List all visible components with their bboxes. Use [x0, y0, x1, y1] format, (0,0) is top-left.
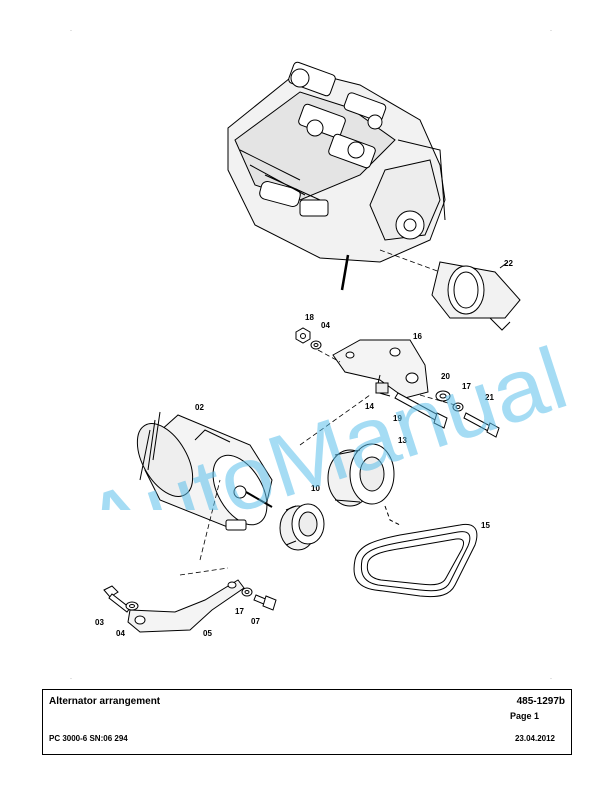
leader-engine-to-cover	[379, 249, 441, 273]
callout-19: 19	[393, 414, 402, 423]
crop-mark-top-right: ·	[550, 28, 552, 34]
callout-21: 21	[485, 393, 494, 402]
callout-16: 16	[413, 332, 422, 341]
title-block: Alternator arrangement 485-1297b Page 1 …	[42, 689, 572, 755]
document-date: 23.04.2012	[514, 734, 555, 743]
callout-03: 03	[95, 618, 104, 627]
pulley-13	[327, 443, 401, 526]
crop-mark-bottom-right: ·	[550, 676, 552, 682]
nut-18	[295, 327, 311, 344]
callout-22: 22	[504, 259, 513, 268]
spacer-14	[375, 382, 389, 394]
callout-15: 15	[481, 521, 490, 530]
page-label: Page 1	[510, 711, 540, 721]
washer-04-bottom	[125, 601, 139, 611]
bolt-03	[103, 585, 131, 613]
callout-04-bottom: 04	[116, 629, 125, 638]
watermark-text: AutoManual	[72, 328, 570, 510]
bolt-21	[463, 412, 500, 438]
leader-bracket	[299, 349, 456, 446]
document-number: 485-1297b	[516, 696, 565, 707]
engine-illustration	[227, 61, 446, 291]
callout-04-top: 04	[321, 321, 330, 330]
callout-13: 13	[398, 436, 407, 445]
machine-model: PC 3000-6 SN:06 294	[49, 734, 128, 743]
washer-17-bottom	[241, 587, 253, 597]
callout-17-top: 17	[462, 382, 471, 391]
washer-20	[435, 390, 451, 402]
callout-14: 14	[365, 402, 374, 411]
washer-17-top	[452, 402, 464, 412]
callout-02: 02	[195, 403, 204, 412]
crop-mark-top-left: ·	[70, 28, 72, 34]
callout-07: 07	[251, 617, 260, 626]
pulley-10	[279, 503, 325, 551]
callout-18: 18	[305, 313, 314, 322]
leader-lower-bracket	[179, 479, 229, 576]
mounting-bracket-16	[332, 339, 429, 399]
callout-05: 05	[203, 629, 212, 638]
alternator-02	[136, 411, 273, 531]
callout-17-bottom: 17	[235, 607, 244, 616]
callout-20: 20	[441, 372, 450, 381]
document-title: Alternator arrangement	[49, 696, 161, 707]
crop-mark-bottom-left: ·	[70, 676, 72, 682]
bolt-19	[394, 392, 448, 429]
belt-15	[353, 523, 478, 598]
callout-10: 10	[311, 484, 320, 493]
watermark: AutoManual	[72, 328, 570, 510]
washer-04-top	[310, 340, 322, 350]
support-bracket-05	[127, 579, 245, 633]
exploded-parts-drawing: 22 18 04 16 20 17 21 14 19 02 13 10 15 0…	[95, 61, 521, 638]
bolt-07	[253, 594, 277, 611]
cover-part-22	[431, 261, 521, 331]
